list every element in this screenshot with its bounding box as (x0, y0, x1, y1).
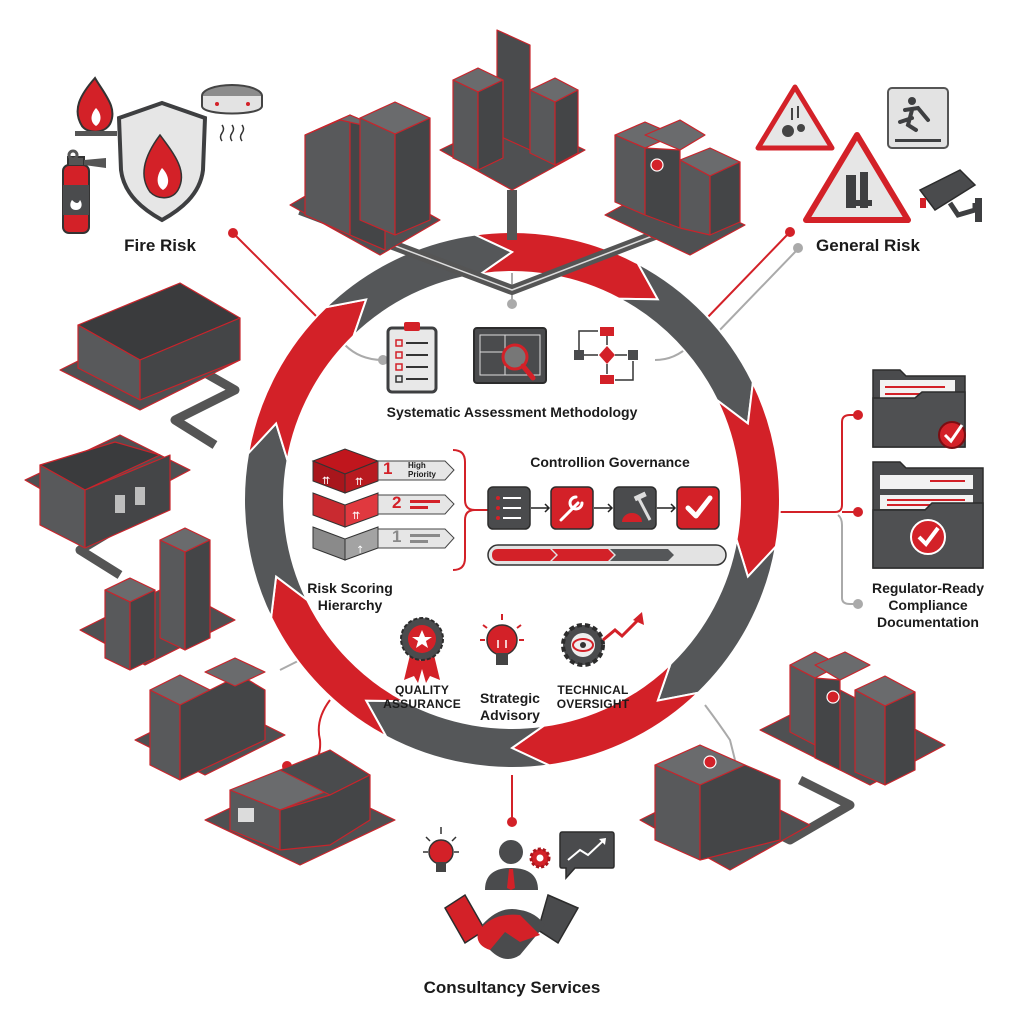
clinic-bottom-right-building (639, 744, 811, 871)
svg-text:⇈: ⇈ (355, 477, 363, 488)
risk-scoring-title: Risk Scoring Hierarchy (307, 580, 393, 613)
office-towers-building (79, 527, 236, 671)
slip-hazard-sign-icon (887, 87, 949, 149)
smoke-detector-icon (201, 84, 263, 142)
risk-tag-3-number: 1 (392, 527, 402, 546)
growth-chat-icon (559, 831, 615, 880)
risk-level-2-block: ⇈ (312, 492, 379, 528)
approved-folder-icon (872, 369, 966, 449)
blueprint-magnifier-icon (473, 327, 547, 384)
step-list-icon (487, 486, 531, 530)
connectors (228, 200, 863, 827)
compliance-cluster (872, 369, 984, 569)
checklist-clipboard-icon (386, 322, 438, 394)
approved-folder-stack-icon (872, 461, 984, 569)
medical-center-right-building (759, 651, 946, 786)
step-checkmark-icon (676, 486, 720, 530)
buildings (24, 29, 946, 871)
fire-extinguisher-icon (62, 149, 106, 234)
risk-tag-3 (377, 528, 455, 549)
svg-text:⇈: ⇈ (352, 511, 360, 522)
hospital-complex-building (604, 119, 746, 256)
general-risk-cluster (755, 84, 982, 223)
quality-badge-icon (400, 617, 444, 683)
governance-progress-bar (487, 544, 727, 566)
consultant-person-icon (485, 840, 538, 890)
apartment-blocks-building (289, 101, 441, 256)
risk-scoring-stack: ⇈ ⇈ ⇈ ↑ (311, 448, 490, 571)
pillar-strategic-advisory-label: Strategic Advisory (480, 690, 540, 723)
lightbulb-icon (423, 827, 459, 872)
gear-eye-trend-icon (561, 612, 644, 667)
fire-shield-icon (116, 100, 208, 223)
risk-tag-1-text: High Priority (408, 461, 437, 479)
security-camera-icon (918, 169, 982, 222)
pillar-technical-oversight-label: TECHNICAL OVERSIGHT (556, 683, 630, 711)
retail-unit-building (204, 749, 396, 866)
svg-text:↑: ↑ (356, 545, 364, 556)
general-risk-label: General Risk (816, 236, 920, 255)
step-wrench-icon (550, 486, 594, 530)
risk-tag-2-number: 2 (392, 493, 402, 512)
risk-level-3-block: ↑ (312, 526, 379, 561)
consultancy-cluster (423, 827, 615, 959)
methodology-icons (386, 322, 638, 394)
governance-steps (487, 486, 727, 566)
warehouse-top-building (59, 282, 241, 411)
gear-icon (529, 847, 551, 869)
flame-icon (75, 76, 117, 136)
machinery-warning-icon (803, 132, 911, 223)
risk-tag-1-number: 1 (383, 459, 393, 478)
warehouse-mid-building (24, 434, 191, 549)
risk-level-1-block: ⇈ ⇈ (311, 448, 380, 494)
ring-segment-red (716, 379, 781, 579)
falling-objects-warning-icon (755, 84, 835, 151)
residential-block-building (134, 657, 286, 781)
compliance-label: Regulator-Ready Compliance Documentation (871, 580, 985, 630)
ring-segment-gray (322, 233, 514, 337)
pillar-quality-assurance-label: QUALITY ASSURANCE (383, 683, 461, 711)
strategic-lightbulb-icon (480, 614, 524, 665)
fire-risk-cluster (62, 76, 263, 234)
methodology-title: Systematic Assessment Methodology (386, 404, 638, 420)
bracket (452, 449, 476, 571)
consultancy-services-label: Consultancy Services (423, 978, 601, 997)
fire-risk-label: Fire Risk (124, 236, 196, 255)
governance-title: Controllion Governance (530, 454, 690, 470)
risk-tag-1 (377, 460, 455, 481)
step-hardhat-hammer-icon (613, 486, 657, 530)
risk-tag-2 (377, 494, 455, 515)
process-ring (243, 231, 781, 769)
svg-text:⇈: ⇈ (322, 476, 330, 487)
handshake-icon (443, 893, 580, 959)
pillar-icons (400, 612, 644, 683)
downtown-towers-building (439, 29, 586, 191)
process-flowchart-icon (574, 327, 638, 384)
